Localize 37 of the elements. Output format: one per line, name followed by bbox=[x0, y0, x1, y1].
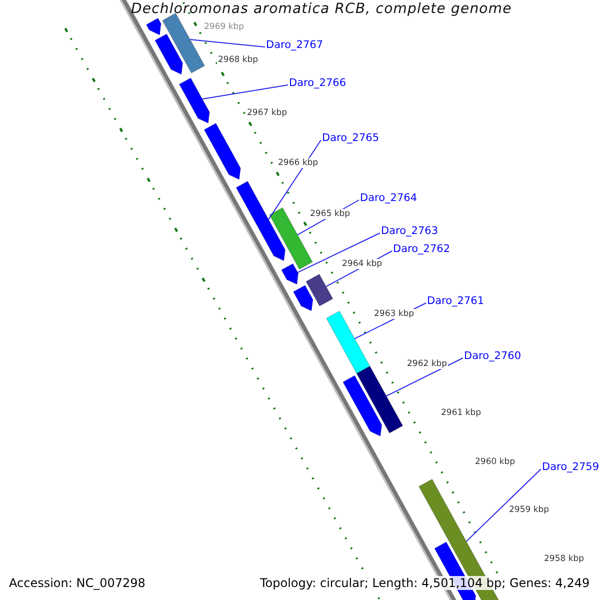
gene-feature bbox=[306, 274, 334, 306]
gene-label: Daro_2767 bbox=[266, 39, 324, 51]
position-label: 2966 kbp bbox=[277, 158, 320, 168]
genome-info: Accession: NC_007298 bbox=[9, 576, 146, 590]
position-label: 2965 kbp bbox=[309, 209, 352, 219]
gene-label: Daro_2759 bbox=[542, 461, 600, 473]
position-label: 2969 kbp bbox=[203, 22, 246, 32]
gene-feature bbox=[178, 78, 210, 124]
leader-line bbox=[386, 358, 464, 397]
gene-feature bbox=[356, 366, 404, 434]
position-label: 2960 kbp bbox=[474, 457, 516, 467]
position-label: 2968 kbp bbox=[217, 55, 260, 65]
gene-feature bbox=[162, 12, 205, 74]
leader-line bbox=[268, 140, 322, 220]
gene-label: Daro_2760 bbox=[464, 350, 522, 362]
position-label: 2962 kbp bbox=[406, 359, 448, 369]
leader-line bbox=[202, 84, 288, 100]
position-label: 2961 kbp bbox=[440, 408, 482, 418]
position-label: 2964 kbp bbox=[341, 259, 384, 269]
gene-label: Daro_2765 bbox=[322, 132, 380, 144]
gene-feature bbox=[236, 180, 286, 262]
position-label: 2959 kbp bbox=[508, 505, 550, 515]
leader-line bbox=[297, 232, 380, 273]
gene-feature bbox=[281, 263, 298, 285]
leader-line bbox=[190, 39, 266, 48]
title: Dechloromonas aromatica RCB, complete genome bbox=[130, 0, 513, 18]
leader-line bbox=[466, 468, 542, 542]
position-label: 2958 kbp bbox=[543, 554, 586, 564]
gene-label: Daro_2764 bbox=[360, 192, 418, 204]
gene-feature bbox=[326, 310, 370, 374]
gene-label: Daro_2762 bbox=[393, 243, 450, 255]
gene-label: Daro_2761 bbox=[427, 295, 484, 307]
position-label: 2963 kbp bbox=[373, 309, 416, 319]
gene-label: Daro_2763 bbox=[381, 225, 438, 237]
gene-label: Daro_2766 bbox=[289, 77, 346, 89]
position-label: 2967 kbp bbox=[246, 108, 288, 118]
genome-info: Topology: circular; Length: 4,501,104 bp; Genes: 4,249 bbox=[260, 576, 590, 590]
